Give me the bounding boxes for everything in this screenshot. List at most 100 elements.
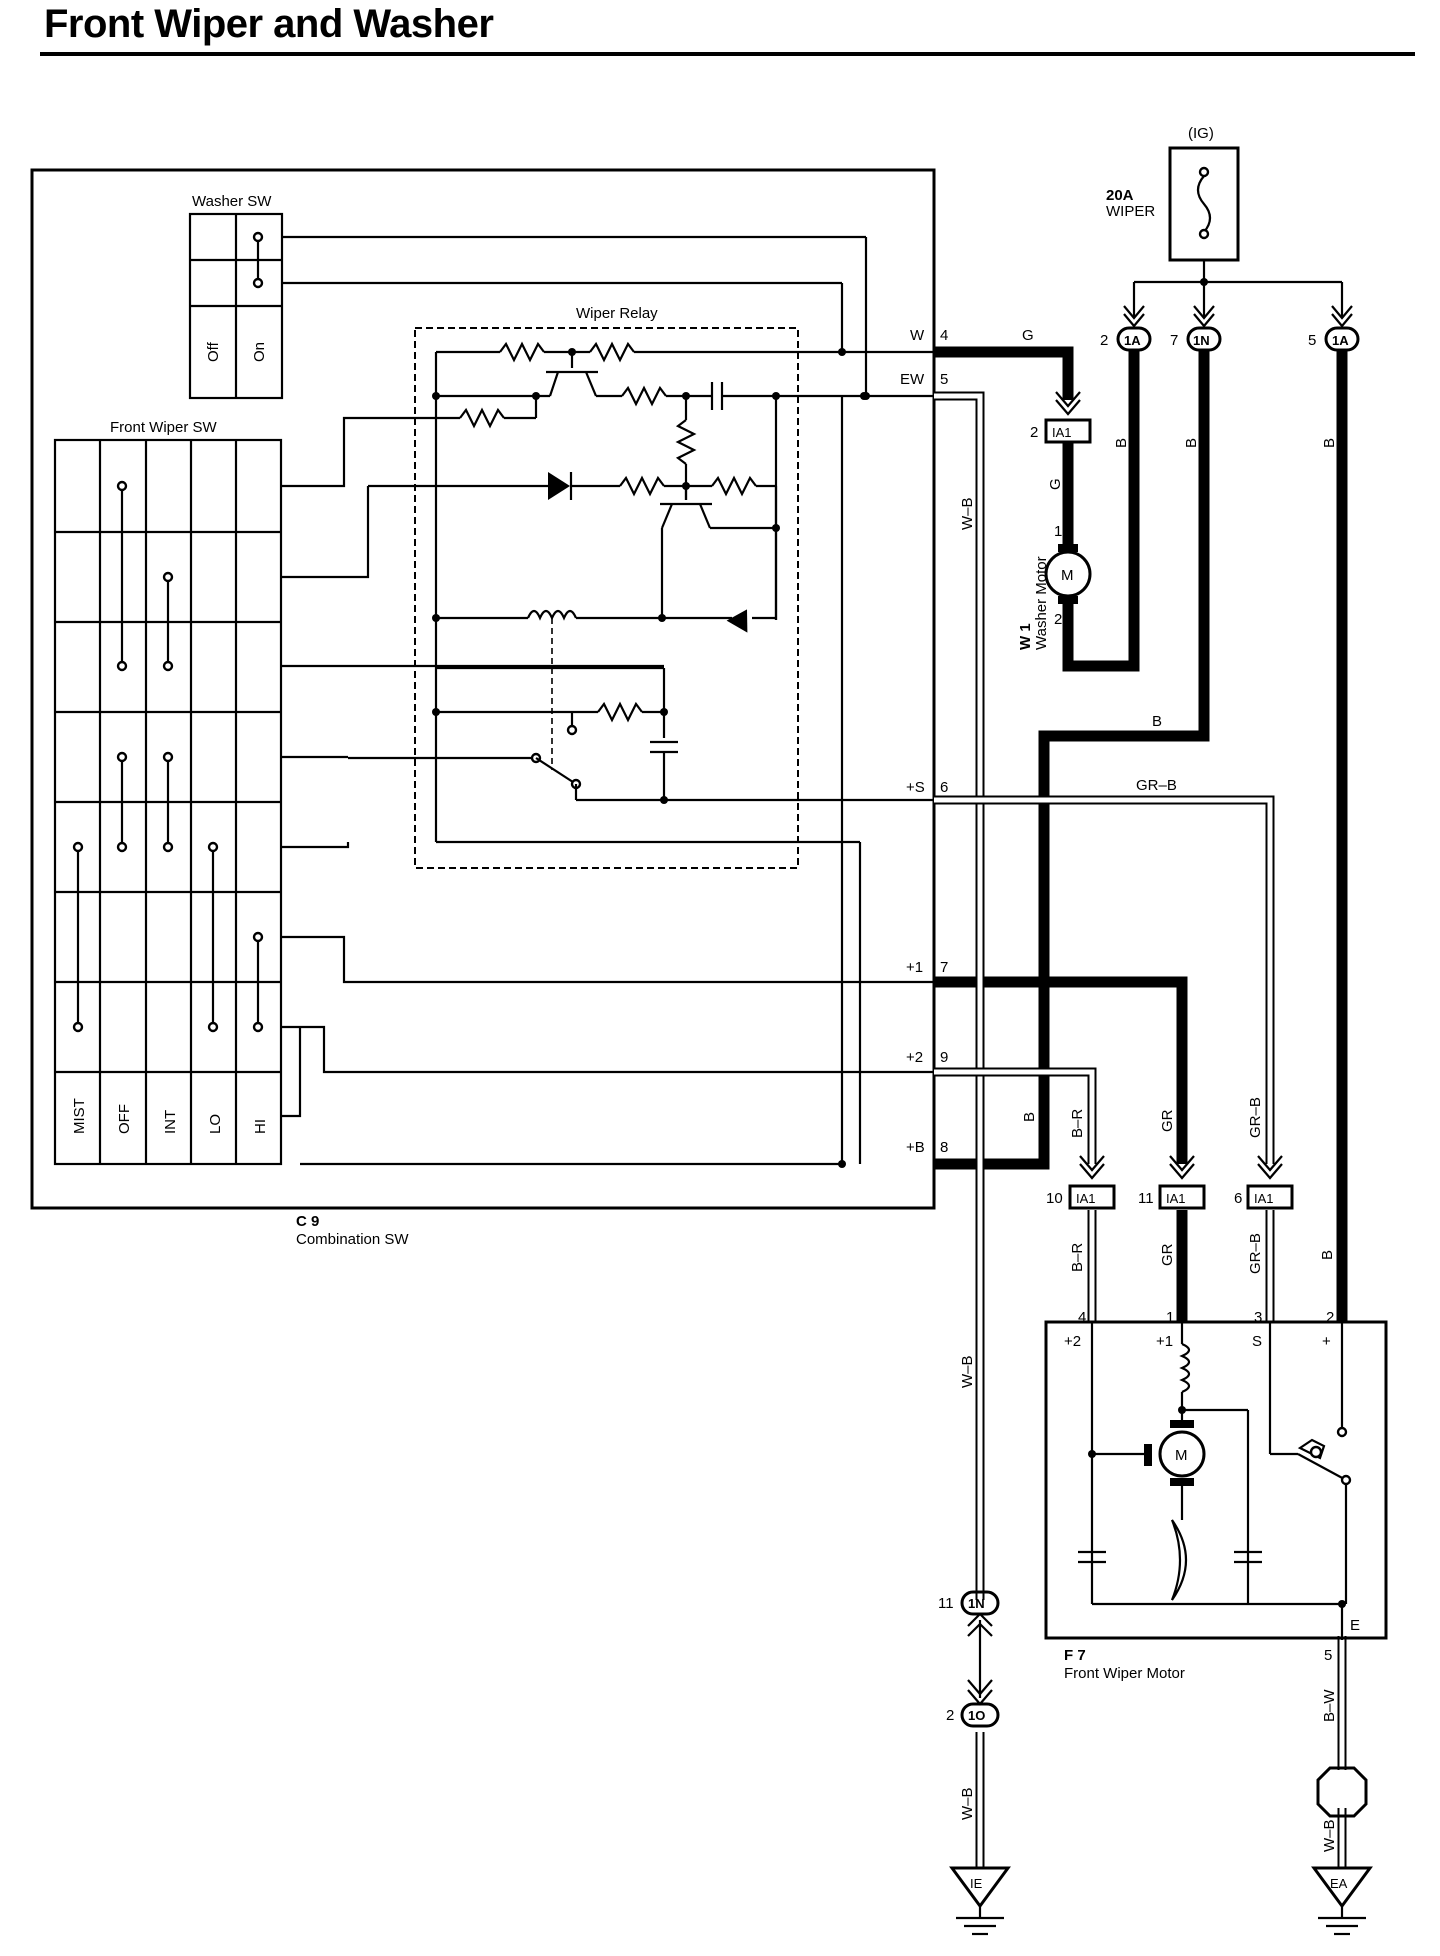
heavy-wires	[934, 346, 1348, 1322]
conn-1a-a-pin: 2	[1100, 332, 1108, 349]
ia1-10-pin: 10	[1046, 1190, 1063, 1207]
washer-pos-off: Off	[205, 341, 222, 362]
wc-grb-up: GR–B	[1247, 1097, 1264, 1138]
conn-1n-bot-pin: 11	[938, 1595, 954, 1612]
washer-switch-label: Washer SW	[192, 193, 272, 210]
wc-b-dn: B	[1319, 1250, 1336, 1260]
fuse-block: (IG) 20A WIPER	[1106, 125, 1353, 328]
wiper-pos-hi: HI	[252, 1119, 269, 1134]
term-1-pin: 7	[940, 959, 948, 976]
ia1-11-pin: 11	[1138, 1190, 1154, 1207]
wc-br-up: B–R	[1069, 1109, 1086, 1138]
wm-term-plus: +	[1322, 1333, 1331, 1350]
wc-b-1a5: B	[1321, 438, 1338, 448]
wiper-relay-box	[414, 327, 799, 869]
wc-b-1a: B	[1113, 438, 1130, 448]
conn-1a-b-pin: 5	[1308, 332, 1316, 349]
double-wires	[934, 391, 1347, 1868]
wire-color-labels: G B B B G W–B B GR–B B–R GR GR–B B B–R G…	[959, 327, 1338, 1852]
ia1-6: IA1	[1254, 1191, 1274, 1206]
ground-ea: EA	[1311, 1866, 1373, 1936]
ia1-washer-pin: 2	[1030, 424, 1038, 441]
wc-g-top: G	[1022, 327, 1034, 344]
washer-motor: M 1 2 W 1 Washer Motor	[1017, 442, 1092, 670]
term-1-name: +1	[906, 959, 923, 976]
fuse-name: WIPER	[1106, 203, 1155, 220]
combination-name: Combination SW	[296, 1231, 409, 1248]
wc-wb-ground: W–B	[959, 1787, 976, 1820]
washer-switch-wires	[281, 235, 940, 1168]
wm-term-plus1: +1	[1156, 1333, 1173, 1350]
conn-1a-a: 1A	[1124, 333, 1141, 348]
term-b-pin: 8	[940, 1139, 948, 1156]
ia1-6-pin: 6	[1234, 1190, 1242, 1207]
wm-term-s: S	[1252, 1333, 1262, 1350]
top-connectors: 1A 2 1N 7 1A 5	[1100, 326, 1360, 352]
front-wiper-motor: 4 1 3 2 +2 +1 S + M	[1044, 1309, 1388, 1682]
term-ew-pin: 5	[940, 371, 948, 388]
terminal-labels: W 4 EW 5 +S 6 +1 7 +2 9 +B 8	[900, 327, 948, 1156]
term-2-name: +2	[906, 1049, 923, 1066]
ia1-11: IA1	[1166, 1191, 1186, 1206]
term-s-pin: 6	[940, 779, 948, 796]
relay-label: Wiper Relay	[576, 305, 658, 322]
wc-br-dn: B–R	[1069, 1243, 1086, 1272]
wc-b-horiz: B	[1152, 713, 1162, 730]
wiper-motor-code: F 7	[1064, 1647, 1086, 1664]
wc-bw: B–W	[1321, 1689, 1338, 1722]
wc-grb-dn: GR–B	[1247, 1233, 1264, 1274]
page-title: Front Wiper and Washer	[44, 2, 494, 46]
wiper-pos-mist: MIST	[71, 1098, 88, 1134]
ground-ie-label: IE	[970, 1876, 983, 1891]
conn-1n-top: 1N	[1193, 333, 1210, 348]
washer-motor-pin2: 2	[1054, 611, 1062, 628]
wc-wb-vert: W–B	[959, 497, 976, 530]
wm-pin-3: 3	[1254, 1309, 1262, 1326]
term-s-name: +S	[906, 779, 925, 796]
fuse-source: (IG)	[1188, 125, 1214, 142]
washer-motor-code: W 1	[1017, 623, 1034, 650]
term-2-pin: 9	[940, 1049, 948, 1066]
title-rule	[40, 52, 1415, 56]
wc-gr-dn: GR	[1159, 1243, 1176, 1266]
wc-g-motor: G	[1047, 478, 1064, 490]
wc-wb-ea: W–B	[1321, 1819, 1338, 1852]
conn-1o-pin: 2	[946, 1707, 954, 1724]
wm-pin-1: 1	[1166, 1309, 1174, 1326]
wiper-motor-earth-pin: 5	[1324, 1647, 1332, 1664]
wc-wb-low: W–B	[959, 1355, 976, 1388]
conn-1n-top-pin: 7	[1170, 332, 1178, 349]
wiper-switch-label: Front Wiper SW	[110, 419, 218, 436]
ia1-washer: IA1	[1052, 425, 1072, 440]
wm-pin-4: 4	[1078, 1309, 1086, 1326]
wm-term-plus2: +2	[1064, 1333, 1081, 1350]
wiper-motor-name: Front Wiper Motor	[1064, 1665, 1185, 1682]
wc-b-plusb: B	[1021, 1112, 1038, 1122]
ground-bolt-icon	[1316, 1766, 1368, 1818]
washer-pos-on: On	[251, 342, 268, 362]
ia1-connectors: IA1 2 IA1 10 IA1 11 IA1 6	[1030, 418, 1294, 1210]
conn-1n-bot: 1N	[968, 1596, 985, 1611]
ground-ie: IE	[949, 1866, 1011, 1936]
washer-switch-grid: Off On	[188, 212, 284, 400]
term-w-name: W	[910, 327, 925, 344]
fuse-rating: 20A	[1106, 187, 1134, 204]
term-b-name: +B	[906, 1139, 925, 1156]
washer-motor-name: Washer Motor	[1033, 556, 1050, 650]
conn-1o: 1O	[968, 1708, 985, 1723]
combination-switch-box	[30, 168, 936, 1210]
washer-motor-pin1: 1	[1054, 523, 1062, 540]
wc-b-1n: B	[1183, 438, 1200, 448]
relay-internal-circuit	[348, 341, 940, 1164]
conn-1a-b: 1A	[1332, 333, 1349, 348]
wiper-motor-symbol: M	[1175, 1447, 1188, 1464]
wiper-pos-lo: LO	[207, 1114, 224, 1134]
ia1-10: IA1	[1076, 1191, 1096, 1206]
wiper-pos-off: OFF	[116, 1104, 133, 1134]
ground-ea-label: EA	[1330, 1876, 1348, 1891]
wc-gr-up: GR	[1159, 1109, 1176, 1132]
washer-motor-symbol: M	[1061, 567, 1074, 584]
combination-code: C 9	[296, 1213, 319, 1230]
wiper-pos-int: INT	[162, 1110, 179, 1134]
